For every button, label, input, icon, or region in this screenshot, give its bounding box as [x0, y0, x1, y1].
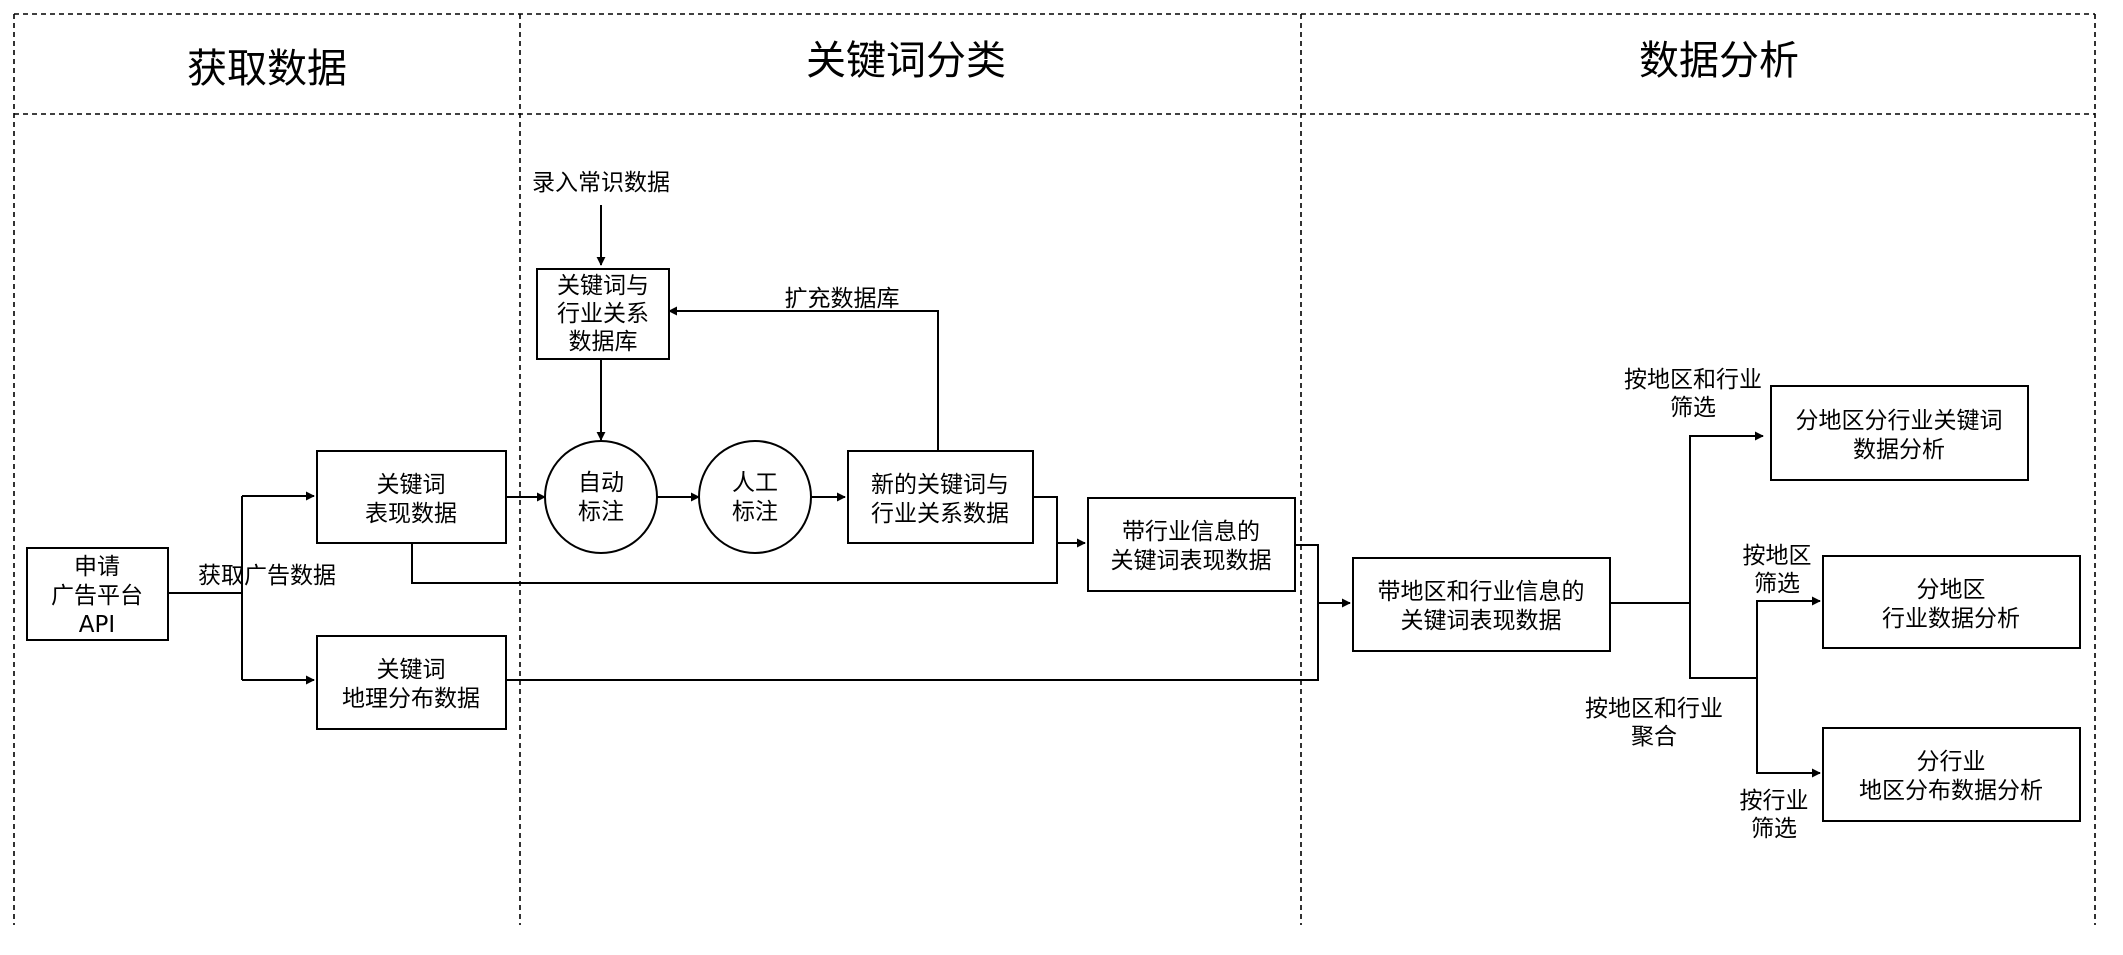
withreg-line-0: 带地区和行业信息的: [1378, 579, 1585, 605]
node-kw-perf-with-industry: 带行业信息的关键词表现数据: [1087, 497, 1296, 592]
edges: [168, 205, 1821, 778]
kwdb-line-0: 关键词与: [557, 273, 649, 299]
lane-title-acquire: 获取数据: [187, 46, 347, 92]
lblinput-line-0: 录入常识数据: [532, 170, 670, 196]
label-expand-db: 扩充数据库: [785, 286, 900, 312]
auto-line-1: 标注: [578, 499, 624, 525]
node-industry-region-analysis: 分行业地区分布数据分析: [1822, 727, 2081, 822]
kwperf-line-0: 关键词: [377, 472, 446, 498]
label-get-ad-data: 获取广告数据: [198, 563, 336, 589]
auto-line-0: 自动: [578, 470, 624, 496]
newkw-line-0: 新的关键词与: [871, 472, 1009, 498]
label-input-common-data: 录入常识数据: [532, 170, 670, 196]
node-kw-geo: 关键词地理分布数据: [316, 635, 507, 730]
lblfi-line-0: 按行业: [1740, 788, 1809, 814]
svg-text:带行业信息的关键词表现数据: 带行业信息的关键词表现数据: [1111, 519, 1272, 574]
an3-line-1: 地区分布数据分析: [1859, 778, 2043, 804]
node-auto-label: 自动标注: [544, 440, 658, 554]
an2-line-0: 分地区: [1917, 577, 1986, 603]
lblfi-line-1: 筛选: [1751, 816, 1797, 842]
node-apply-api: 申请广告平台 API: [26, 547, 169, 641]
svg-text:带地区和行业信息的关键词表现数据: 带地区和行业信息的关键词表现数据: [1378, 579, 1585, 634]
apply-line-2: API: [79, 612, 115, 638]
node-kw-perf-with-region-industry: 带地区和行业信息的关键词表现数据: [1352, 557, 1611, 652]
label-filter-industry: 按行业筛选: [1740, 788, 1809, 842]
svg-text:关键词地理分布数据: 关键词地理分布数据: [342, 657, 480, 712]
apply-line-0: 申请: [74, 554, 120, 580]
manual-line-0: 人工: [732, 470, 778, 496]
svg-text:人工标注: 人工标注: [732, 470, 778, 525]
svg-text:分地区行业数据分析: 分地区行业数据分析: [1882, 577, 2020, 632]
kwgeo-line-1: 地理分布数据: [342, 686, 480, 712]
node-kw-industry-db: 关键词与行业关系数据库: [536, 268, 670, 360]
lblexpand-line-0: 扩充数据库: [785, 286, 900, 312]
withind-line-0: 带行业信息的: [1122, 519, 1260, 545]
svg-text:分地区分行业关键词数据分析: 分地区分行业关键词数据分析: [1796, 408, 2003, 463]
an2-line-1: 行业数据分析: [1882, 606, 2020, 632]
lblfr-line-0: 按地区: [1743, 543, 1812, 569]
newkw-line-1: 行业关系数据: [871, 501, 1009, 527]
swimlane-grid: [13, 13, 2096, 925]
apply-line-1: 广告平台: [51, 583, 143, 609]
node-new-kw-industry: 新的关键词与行业关系数据: [847, 450, 1034, 544]
lblgetad-line-0: 获取广告数据: [198, 563, 336, 589]
lblagg-line-1: 聚合: [1631, 724, 1677, 750]
withind-line-1: 关键词表现数据: [1111, 548, 1272, 574]
an1-line-0: 分地区分行业关键词: [1796, 408, 2003, 434]
lblfri-line-0: 按地区和行业: [1624, 367, 1762, 393]
kwdb-line-2: 数据库: [569, 329, 638, 355]
svg-text:自动标注: 自动标注: [578, 470, 624, 525]
svg-text:关键词与行业关系数据库: 关键词与行业关系数据库: [557, 273, 649, 355]
label-filter-region: 按地区筛选: [1743, 543, 1812, 597]
node-region-industry-analysis: 分地区行业数据分析: [1822, 555, 2081, 649]
svg-text:关键词表现数据: 关键词表现数据: [365, 472, 457, 527]
an1-line-1: 数据分析: [1853, 437, 1945, 463]
label-filter-region-industry: 按地区和行业筛选: [1624, 367, 1762, 421]
lblfri-line-1: 筛选: [1670, 395, 1716, 421]
svg-text:新的关键词与行业关系数据: 新的关键词与行业关系数据: [871, 472, 1009, 527]
svg-text:分行业地区分布数据分析: 分行业地区分布数据分析: [1859, 749, 2043, 804]
node-manual-label: 人工标注: [698, 440, 812, 554]
kwdb-line-1: 行业关系: [557, 301, 649, 327]
an3-line-0: 分行业: [1917, 749, 1986, 775]
manual-line-1: 标注: [732, 499, 778, 525]
label-aggregate-region-industry: 按地区和行业聚合: [1585, 696, 1723, 750]
node-kw-perf: 关键词表现数据: [316, 450, 507, 544]
lblagg-line-0: 按地区和行业: [1585, 696, 1723, 722]
lane-title-classify: 关键词分类: [806, 38, 1006, 84]
kwgeo-line-0: 关键词: [377, 657, 446, 683]
node-region-industry-kw-analysis: 分地区分行业关键词数据分析: [1770, 385, 2029, 481]
lane-title-analyze: 数据分析: [1639, 38, 1799, 84]
kwperf-line-1: 表现数据: [365, 501, 457, 527]
lblfr-line-1: 筛选: [1754, 571, 1800, 597]
withreg-line-1: 关键词表现数据: [1401, 608, 1562, 634]
